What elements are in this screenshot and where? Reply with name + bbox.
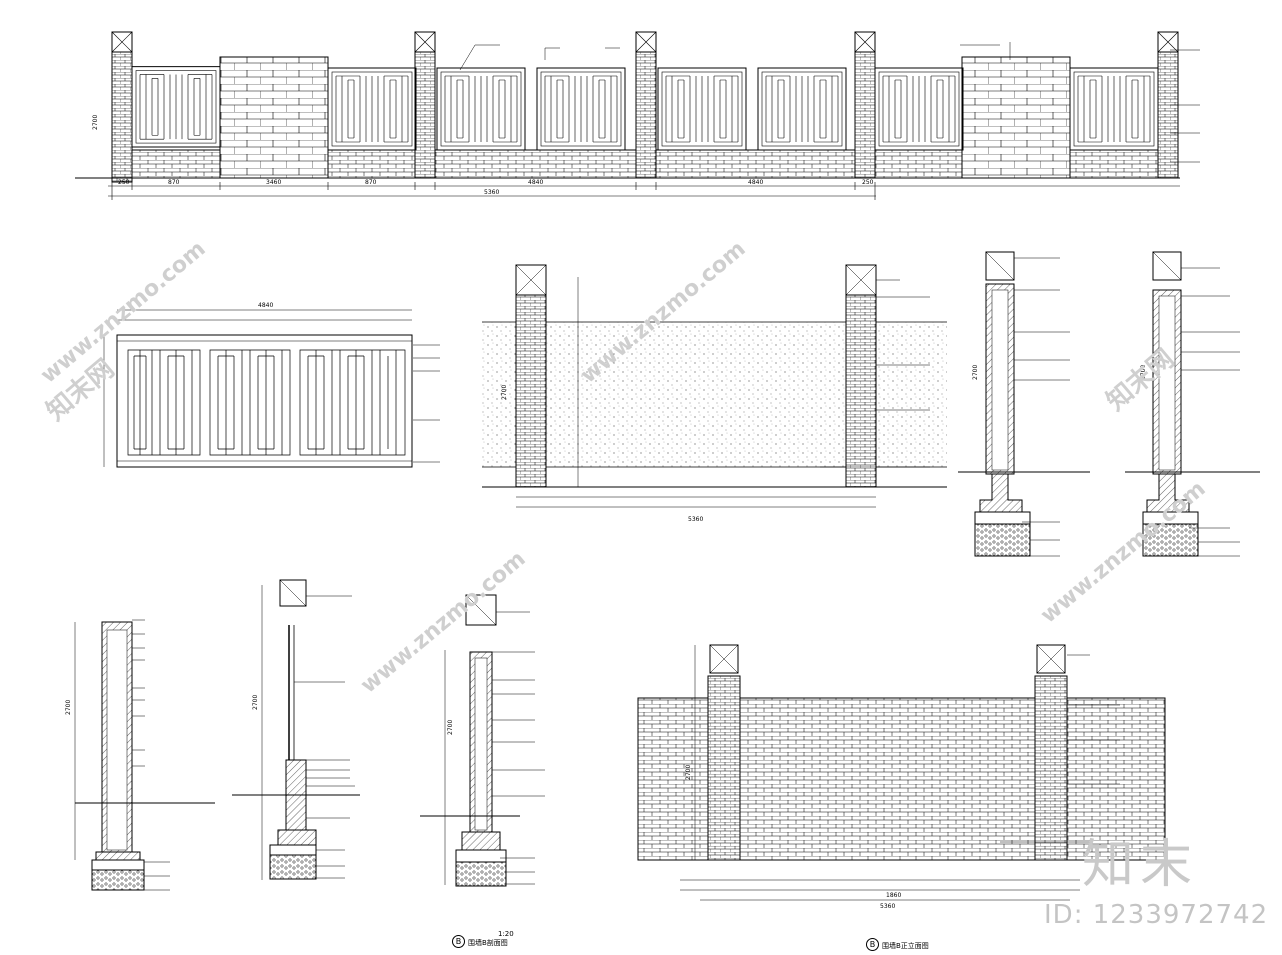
bot2-dim-2700: 2700 (252, 695, 259, 710)
watermark-id: ID: 1233972742 (1044, 900, 1269, 930)
caption-b2-title: 围墙B正立面图 (882, 942, 929, 950)
section-right-b: 2700 (1125, 251, 1260, 557)
bot1-dim-2700: 2700 (65, 700, 72, 715)
center-dim-5360: 5360 (688, 516, 703, 523)
section-bottom-3: 2700 (420, 594, 545, 887)
bot-elev-dim-5360: 5360 (880, 903, 895, 910)
caption-b1-title: 围墙B剖面图 (468, 939, 508, 947)
center-dim-2700: 2700 (501, 385, 508, 400)
watermark-logo: 知末 (1082, 835, 1199, 895)
dim-3460: 3460 (266, 179, 281, 186)
bot3-dim-2700: 2700 (447, 720, 454, 735)
rail-dim-4840: 4840 (258, 302, 273, 309)
section-bottom-1: 2700 (65, 619, 215, 891)
bottom-elevation: 1860 5360 2700 (637, 644, 1166, 910)
dim-4840: 4840 (528, 179, 543, 186)
dim-250b: 250 (862, 179, 874, 186)
dim-4840b: 4840 (748, 179, 763, 186)
center-wall-section: 5360 2700 (482, 264, 947, 523)
dim-250: 250 (118, 179, 130, 186)
caption-b1-marker: B (452, 935, 465, 948)
dim-height: 2700 (92, 115, 99, 130)
dim-870b: 870 (365, 179, 377, 186)
railing-detail: 4840 (103, 302, 440, 468)
bot-elev-dim-1860: 1860 (886, 892, 901, 899)
secA-dim-2700: 2700 (972, 365, 979, 380)
bot-elev-dim-2700: 2700 (685, 765, 692, 780)
section-bottom-2: 2700 (232, 579, 360, 880)
caption-b2-marker: B (866, 938, 879, 951)
top-elevation: 250 870 3460 870 4840 4840 250 5360 2700 (75, 31, 1200, 200)
dim-870: 870 (168, 179, 180, 186)
dim-total: 5360 (484, 189, 499, 196)
caption-b1-scale: 1:20 (498, 930, 514, 938)
secB-dim-2700: 2700 (1140, 365, 1147, 380)
section-right-a: 2700 (958, 251, 1090, 557)
